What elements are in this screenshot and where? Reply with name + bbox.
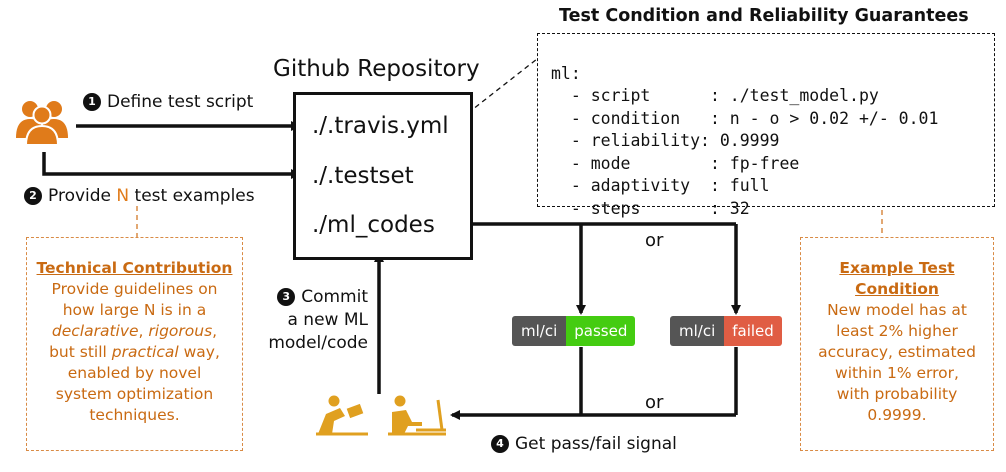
contribution-text: way,: [178, 343, 220, 361]
example-line: 0.9999.: [867, 406, 927, 424]
step-3-line1: 3 Commit: [258, 286, 368, 309]
example-box: Example Test Condition New model has at …: [800, 237, 994, 451]
step-2-post: test examples: [134, 186, 255, 206]
contribution-line: system optimization: [55, 385, 214, 403]
badge-passed-left: ml/ci: [512, 316, 567, 346]
example-line: with probability: [836, 385, 958, 403]
example-line: least 2% higher: [836, 322, 958, 340]
step-1-text: Define test script: [107, 92, 254, 112]
contribution-sep: ,: [138, 322, 149, 340]
file-ml-codes[interactable]: ./ml_codes: [312, 212, 435, 238]
config-line: - script : ./test_model.py: [551, 86, 879, 105]
badge-failed-right: failed: [724, 316, 782, 346]
example-line: within 1% error,: [835, 364, 959, 382]
example-line: accuracy, estimated: [818, 343, 976, 361]
contribution-sep: ,: [212, 322, 218, 340]
or-label-bottom: or: [645, 392, 664, 413]
file-travis-yml[interactable]: ./.travis.yml: [312, 113, 449, 139]
step-2-n: N: [116, 186, 130, 206]
badge-passed[interactable]: ml/ci passed: [512, 316, 636, 346]
step-3-label: 3 Commit a new ML model/code: [258, 286, 368, 355]
badge-failed-left: ml/ci: [670, 316, 725, 346]
config-code: ml: - script : ./test_model.py - conditi…: [551, 40, 938, 220]
contribution-box: Technical Contribution Provide guideline…: [26, 237, 243, 451]
file-testset[interactable]: ./.testset: [312, 163, 414, 189]
step-1-label: 1 Define test script: [83, 92, 253, 112]
config-line: - adaptivity : full: [551, 176, 770, 195]
repo-title: Github Repository: [273, 56, 480, 82]
declarative-text: declarative: [51, 322, 139, 340]
rigorous-text: rigorous: [148, 322, 213, 340]
step-2-label: 2 Provide N test examples: [24, 186, 255, 206]
or-label-top: or: [645, 230, 664, 251]
contribution-text: but still: [49, 343, 112, 361]
travis-config-connector: [467, 58, 538, 114]
step-3-text: Commit: [301, 287, 368, 307]
example-line: New model has at: [827, 301, 967, 319]
config-line: ml:: [551, 63, 581, 83]
step-4-text: Get pass/fail signal: [515, 434, 677, 454]
repo-box: ./.travis.yml ./.testset ./ml_codes: [293, 92, 473, 260]
contribution-line: Provide guidelines on: [51, 280, 218, 298]
config-line: - condition : n - o > 0.02 +/- 0.01: [551, 108, 939, 128]
example-title-2: Condition: [855, 280, 939, 298]
config-box: ml: - script : ./test_model.py - conditi…: [537, 33, 995, 218]
step-3-line3: model/code: [268, 333, 368, 353]
contribution-line: but still practical way,: [27, 342, 242, 363]
badge-failed[interactable]: ml/ci failed: [670, 316, 782, 346]
config-line: - steps : 32: [551, 198, 750, 218]
users-icon: [16, 101, 68, 146]
step-1-number: 1: [83, 93, 101, 111]
developer-at-desk-icon: [316, 395, 446, 436]
config-title: Test Condition and Reliability Guarantee…: [559, 6, 969, 26]
contribution-line: enabled by novel: [67, 364, 202, 382]
step-3-line2: a new ML: [287, 310, 368, 330]
step-2-number: 2: [24, 187, 42, 205]
arrow-provide-examples: [42, 152, 301, 179]
contribution-line: how large N is in a: [62, 301, 207, 319]
step-2-pre: Provide: [48, 186, 112, 206]
config-line: - reliability: 0.9999: [551, 131, 780, 150]
contribution-line: techniques.: [89, 406, 180, 424]
contribution-line: declarative, rigorous,: [27, 321, 242, 342]
badge-passed-right: passed: [566, 316, 636, 346]
config-line: - mode : fp-free: [551, 153, 800, 173]
step-4-number: 4: [491, 435, 509, 453]
contribution-title: Technical Contribution: [36, 259, 233, 277]
example-content: Example Test Condition New model has at …: [801, 238, 993, 426]
example-title-1: Example Test: [839, 259, 955, 277]
practical-text: practical: [111, 343, 179, 361]
contribution-content: Technical Contribution Provide guideline…: [27, 238, 242, 426]
step-4-label: 4 Get pass/fail signal: [491, 434, 677, 454]
step-3-number: 3: [277, 288, 296, 306]
